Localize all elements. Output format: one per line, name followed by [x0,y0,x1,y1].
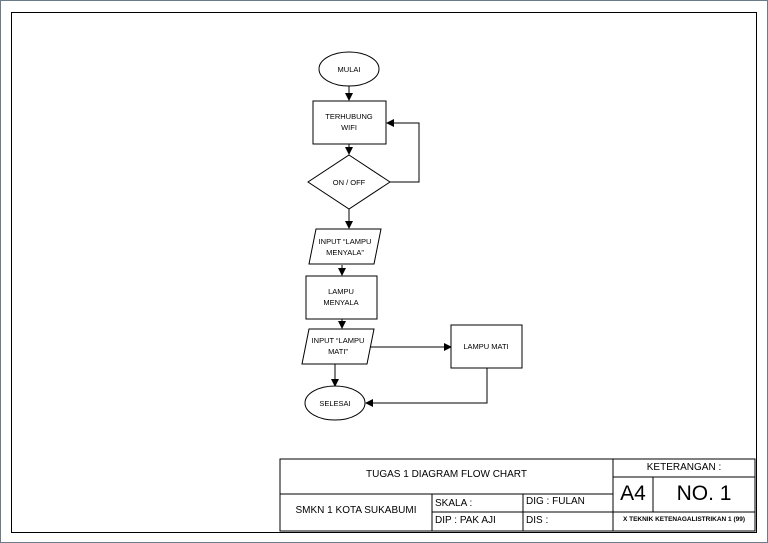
title-block-class: X TEKNIK KETENAGALISTRIKAN 1 (99) [622,516,746,523]
lamp-on-label-line1: LAMPU [328,287,354,296]
process-wifi [312,100,387,145]
process-lamp-off [450,324,523,369]
drawing-frame [11,12,757,533]
input-off-parallelogram [301,328,375,365]
title-block-title: TUGAS 1 DIAGRAM FLOW CHART [366,469,527,480]
decision-label: ON / OFF [333,178,366,187]
wifi-label-line2: WIFI [341,123,357,132]
title-block-skala: SKALA : [435,498,473,509]
wifi-label-line1: TERHUBUNG [325,112,373,121]
title-block-grid [279,458,756,532]
title-block-keterangan: KETERANGAN : [646,462,722,473]
end-label: SELESAI [319,399,350,408]
lamp-off-label: LAMPU MATI [463,342,508,351]
title-block-paper-size: A4 [620,482,646,505]
title-block-dis: DIS : [526,515,549,526]
title-block-school: SMKN 1 KOTA SUKABUMI [295,505,417,516]
process-lamp-on [305,275,378,320]
arrow-decision-loop-to-wifi [386,119,420,183]
title-block-dip: DIP : PAK AJI [435,515,496,526]
lamp-on-label-line2: MENYALA [323,298,358,307]
input-off-label-line2: MATI” [328,347,348,356]
arrow-lamp-off-to-end [365,368,488,407]
decision-diamond [307,154,391,210]
input-off-label-line1: INPUT “LAMPU [312,336,365,345]
input-on-parallelogram [308,228,382,265]
input-on-label-line2: MENYALA” [326,248,364,257]
start-terminator [318,51,380,87]
start-label: MULAI [338,65,361,74]
end-terminator [304,385,366,421]
title-block-dig: DIG : FULAN [526,496,585,507]
title-block-number: NO. 1 [676,482,732,505]
input-on-label-line1: INPUT “LAMPU [319,237,372,246]
